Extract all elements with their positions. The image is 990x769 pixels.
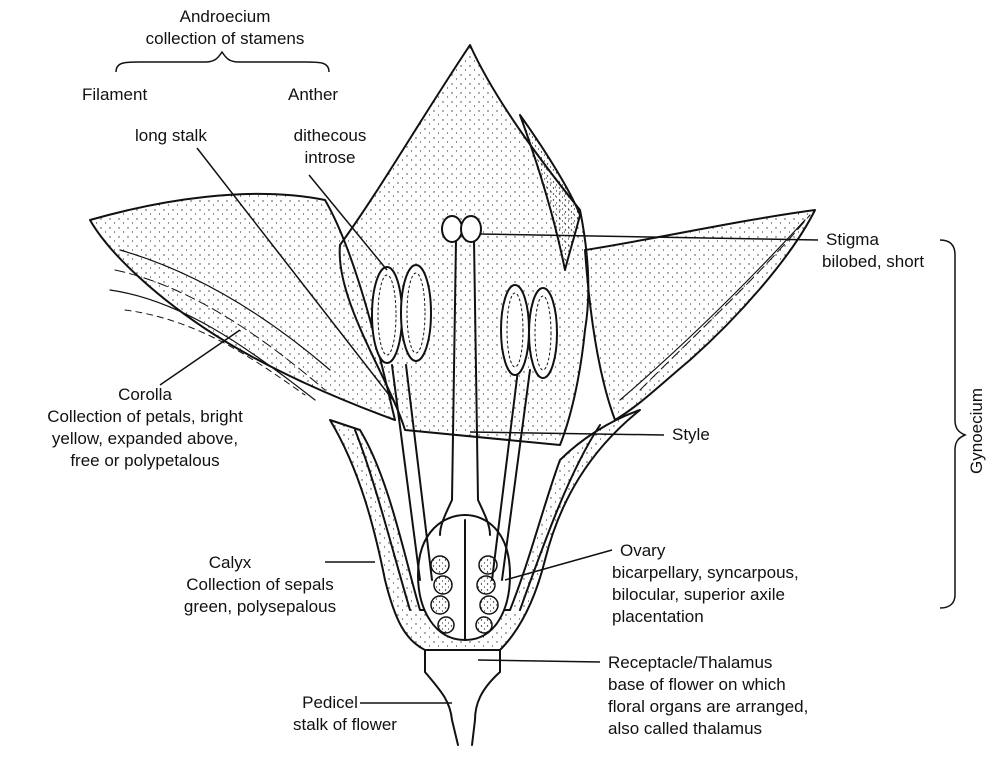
corolla-name: Corolla (20, 384, 270, 406)
androecium-subtitle: collection of stamens (130, 28, 320, 50)
ovary-label: Ovary bicarpellary, syncarpous, bilocula… (612, 540, 799, 628)
receptacle (425, 650, 500, 745)
receptacle-line-2: floral organs are arranged, (608, 696, 808, 718)
pedicel-label: Pedicel stalk of flower (270, 692, 420, 736)
right-petal (585, 210, 815, 420)
calyx-label: Calyx Collection of sepals green, polyse… (160, 552, 360, 618)
style-label: Style (672, 424, 710, 446)
ovary-line-2: bilocular, superior axile (612, 584, 799, 606)
filament-label: Filament (82, 84, 147, 106)
anther-desc-line-1: dithecous (270, 125, 390, 147)
gynoecium-label: Gynoecium (966, 381, 988, 481)
ovary-line (505, 550, 612, 580)
stigma (442, 216, 462, 242)
stigma-desc: bilobed, short (822, 251, 924, 273)
anther-desc-label: dithecous introse (270, 125, 390, 169)
stigma-label: Stigma bilobed, short (822, 229, 924, 273)
receptacle-name: Receptacle/Thalamus (608, 652, 808, 674)
right-anther (501, 285, 529, 375)
corolla-label: Corolla Collection of petals, bright yel… (20, 384, 270, 472)
left-anther (372, 267, 402, 363)
calyx-name: Calyx (100, 552, 360, 574)
anther-desc-line-2: introse (270, 147, 390, 169)
receptacle-line-3: also called thalamus (608, 718, 808, 740)
androecium-title: Androecium (130, 6, 320, 28)
pedicel-name: Pedicel (240, 692, 420, 714)
receptacle-line (478, 660, 600, 662)
receptacle-line-1: base of flower on which (608, 674, 808, 696)
gynoecium-brace (940, 240, 965, 608)
calyx-line-1: Collection of sepals (160, 574, 360, 596)
stigma-name: Stigma (826, 229, 924, 251)
androecium-brace (116, 52, 329, 72)
ovary-name: Ovary (620, 540, 799, 562)
corolla-line (160, 330, 240, 385)
corolla-line-3: free or polypetalous (20, 450, 270, 472)
pedicel-desc: stalk of flower (270, 714, 420, 736)
ovary-line-3: placentation (612, 606, 799, 628)
androecium-label: Androecium collection of stamens (130, 6, 320, 50)
ovary-line-1: bicarpellary, syncarpous, (612, 562, 799, 584)
calyx-line-2: green, polysepalous (160, 596, 360, 618)
anther-label: Anther (288, 84, 338, 106)
corolla-line-1: Collection of petals, bright (20, 406, 270, 428)
receptacle-label: Receptacle/Thalamus base of flower on wh… (608, 652, 808, 740)
long-stalk-label: long stalk (135, 125, 207, 147)
corolla-line-2: yellow, expanded above, (20, 428, 270, 450)
